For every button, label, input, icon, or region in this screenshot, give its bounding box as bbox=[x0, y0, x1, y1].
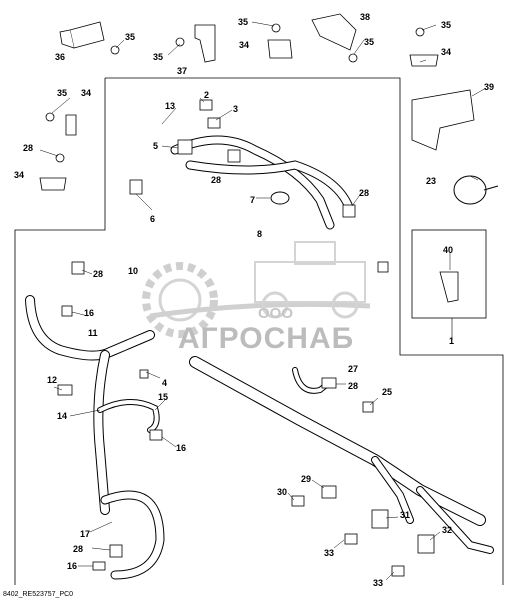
callout-11: 11 bbox=[88, 328, 98, 338]
callout-35-g: 28 bbox=[23, 143, 33, 153]
callout-35-d: 35 bbox=[364, 37, 374, 47]
callout-35-c: 35 bbox=[153, 52, 163, 62]
callout-32: 32 bbox=[442, 525, 452, 535]
callout-31: 31 bbox=[400, 510, 410, 520]
callout-16-c: 16 bbox=[67, 561, 77, 571]
watermark-brand: АГРОСНАБ bbox=[178, 322, 354, 355]
callout-34-b: 34 bbox=[441, 47, 451, 57]
callout-3: 3 bbox=[233, 104, 238, 114]
callout-35-b: 35 bbox=[125, 32, 135, 42]
bracket-38 bbox=[311, 13, 357, 51]
callout-5: 5 bbox=[153, 141, 158, 151]
callout-17: 17 bbox=[80, 529, 90, 539]
callout-35-e: 35 bbox=[441, 20, 451, 30]
bracket-40 bbox=[439, 271, 459, 303]
callout-35-f: 35 bbox=[57, 88, 67, 98]
callout-34-d: 34 bbox=[14, 170, 24, 180]
callout-36: 36 bbox=[55, 52, 65, 62]
callout-35-a: 35 bbox=[238, 17, 248, 27]
callout-33-a: 33 bbox=[324, 548, 334, 558]
clip-34-top bbox=[267, 39, 293, 59]
bracket-36 bbox=[59, 21, 105, 49]
clip-34-left-b bbox=[39, 177, 67, 191]
callout-28-b: 28 bbox=[359, 188, 369, 198]
callout-30: 30 bbox=[277, 487, 287, 497]
callout-25: 25 bbox=[382, 387, 392, 397]
callout-12: 12 bbox=[47, 375, 57, 385]
callout-16-b: 16 bbox=[176, 443, 186, 453]
drawing-code: 8402_RE523757_PC0 bbox=[3, 591, 73, 598]
callout-7: 7 bbox=[250, 195, 255, 205]
grommet-7 bbox=[270, 191, 290, 205]
callout-23: 23 bbox=[426, 176, 436, 186]
callout-39: 39 bbox=[484, 82, 494, 92]
callout-33-b: 33 bbox=[373, 578, 383, 588]
callout-10: 10 bbox=[128, 266, 138, 276]
callout-28-c: 28 bbox=[93, 269, 103, 279]
main-harness bbox=[25, 135, 494, 580]
callout-28-a: 28 bbox=[211, 175, 221, 185]
callout-40: 40 bbox=[443, 245, 453, 255]
callout-29: 29 bbox=[301, 474, 311, 484]
callout-labels: 1 2 3 4 5 6 7 8 10 11 12 13 14 15 16 16 … bbox=[14, 12, 494, 588]
leader-lines bbox=[39, 21, 487, 581]
callout-34-c: 34 bbox=[81, 88, 91, 98]
callout-28-e: 28 bbox=[73, 544, 83, 554]
callout-27: 27 bbox=[348, 364, 358, 374]
tie-strap-23 bbox=[453, 175, 499, 205]
watermark-prefix: ООО bbox=[258, 305, 293, 322]
callout-8: 8 bbox=[257, 229, 262, 239]
callout-16-a: 16 bbox=[84, 308, 94, 318]
callout-2: 2 bbox=[204, 90, 209, 100]
callout-1: 1 bbox=[449, 336, 454, 346]
assembly-outline bbox=[14, 77, 504, 585]
callout-4: 4 bbox=[162, 378, 167, 388]
clip-34-left-a bbox=[65, 114, 77, 136]
callout-28-d: 28 bbox=[348, 381, 358, 391]
watermark-logo: ООО АГРОСНАБ bbox=[142, 241, 371, 355]
callout-6: 6 bbox=[150, 214, 155, 224]
inset-box-40 bbox=[411, 229, 487, 319]
connectors bbox=[57, 99, 435, 577]
callout-14: 14 bbox=[57, 411, 67, 421]
bracket-39 bbox=[411, 89, 475, 151]
callout-15: 15 bbox=[158, 392, 168, 402]
callout-38: 38 bbox=[360, 12, 370, 22]
bracket-37 bbox=[194, 24, 216, 63]
callout-34-a: 34 bbox=[239, 40, 249, 50]
callout-13: 13 bbox=[165, 101, 175, 111]
callout-37: 37 bbox=[177, 66, 187, 76]
